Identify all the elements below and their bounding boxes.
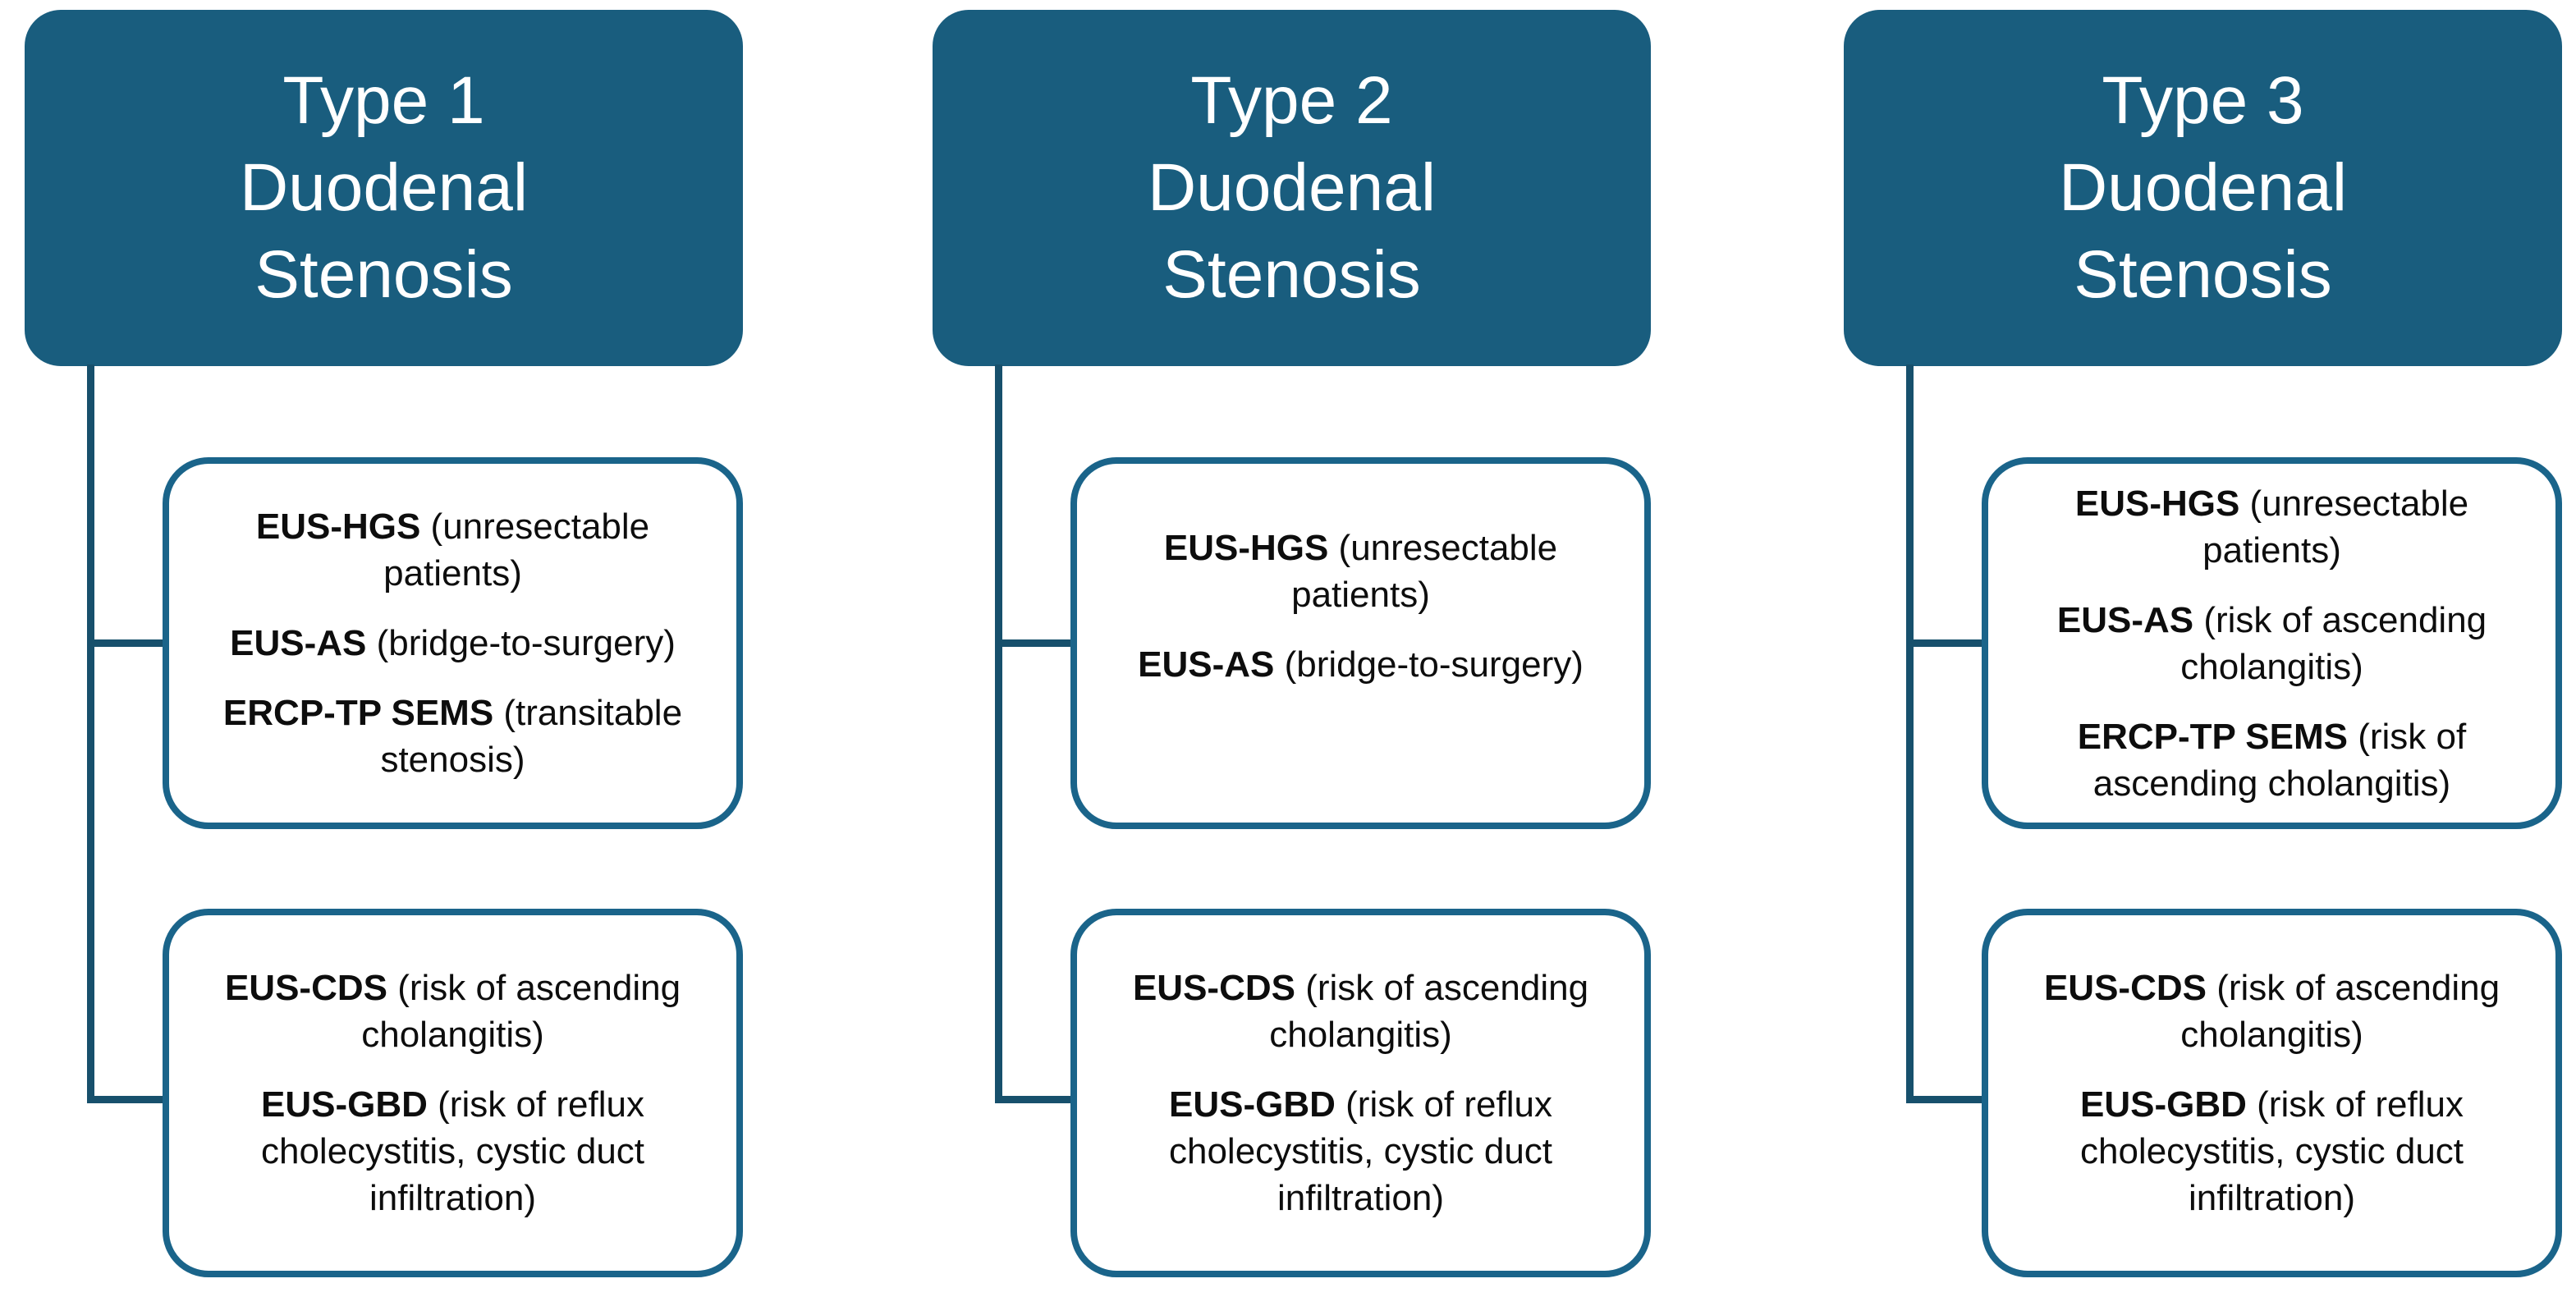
type-2-header: Type 2 Duodenal Stenosis [933,10,1651,366]
treatment-item: ERCP-TP SEMS (risk of ascending cholangi… [2016,713,2528,807]
treatment-desc: (unresectable patients) [2202,483,2469,571]
connector-branch-bottom [995,1096,1078,1103]
header-line: Duodenal [239,150,529,225]
treatment-name: EUS-HGS [2074,483,2240,524]
header-line: Type 3 [2102,63,2304,138]
treatment-name: EUS-AS [230,623,367,663]
connector-branch-top [87,639,170,647]
treatment-item: EUS-AS (bridge-to-surgery) [1138,641,1584,688]
treatment-item: EUS-CDS (risk of ascending cholangitis) [2016,965,2528,1058]
treatment-item: EUS-CDS (risk of ascending cholangitis) [1105,965,1616,1058]
connector-branch-top [995,639,1078,647]
treatment-name: ERCP-TP SEMS [222,693,494,733]
treatment-item: EUS-HGS (unresectable patients) [197,503,708,597]
header-line: Duodenal [1147,150,1437,225]
header-line: Type 1 [282,63,485,138]
connector-vertical-line [1906,364,1914,1103]
treatment-desc: (transitable stenosis) [380,693,683,780]
treatment-name: EUS-HGS [1163,528,1329,568]
connector-branch-bottom [1906,1096,1989,1103]
treatment-name: EUS-GBD [2080,1084,2247,1125]
header-line: Stenosis [254,237,513,312]
column-type-2: Type 2 Duodenal Stenosis EUS-HGS (unrese… [933,0,1651,1297]
treatment-name: EUS-GBD [261,1084,428,1125]
treatment-desc: (risk of reflux cholecystitis, cystic du… [260,1084,645,1218]
treatment-box-lower: EUS-CDS (risk of ascending cholangitis) … [163,909,743,1277]
treatment-item: EUS-AS (bridge-to-surgery) [230,620,676,667]
treatment-box-lower: EUS-CDS (risk of ascending cholangitis) … [1982,909,2562,1277]
treatment-desc: (risk of ascending cholangitis) [1269,968,1589,1055]
treatment-desc: (risk of ascending cholangitis) [2092,716,2467,804]
treatment-desc: (unresectable patients) [1291,528,1558,615]
treatment-name: EUS-AS [1138,644,1275,685]
header-line: Duodenal [2058,150,2348,225]
connector-vertical-line [87,364,94,1103]
treatment-name: EUS-CDS [2043,968,2207,1008]
header-line: Stenosis [1162,237,1421,312]
treatment-item: EUS-GBD (risk of reflux cholecystitis, c… [1105,1081,1616,1221]
connector-branch-top [1906,639,1989,647]
header-line: Stenosis [2074,237,2332,312]
treatment-desc: (risk of ascending cholangitis) [2180,599,2487,687]
treatment-desc: (risk of reflux cholecystitis, cystic du… [2079,1084,2464,1218]
treatment-item: EUS-CDS (risk of ascending cholangitis) [197,965,708,1058]
treatment-box-upper: EUS-HGS (unresectable patients) EUS-AS (… [1070,457,1651,829]
treatment-item: EUS-AS (risk of ascending cholangitis) [2016,597,2528,690]
treatment-item: EUS-HGS (unresectable patients) [1105,525,1616,618]
treatment-name: EUS-HGS [255,506,421,547]
treatment-name: EUS-CDS [224,968,387,1008]
treatment-name: EUS-CDS [1132,968,1295,1008]
header-line: Type 2 [1190,63,1393,138]
treatment-name: EUS-GBD [1169,1084,1336,1125]
column-type-3: Type 3 Duodenal Stenosis EUS-HGS (unrese… [1844,0,2562,1297]
treatment-box-lower: EUS-CDS (risk of ascending cholangitis) … [1070,909,1651,1277]
connector-vertical-line [995,364,1002,1103]
treatment-item: EUS-GBD (risk of reflux cholecystitis, c… [197,1081,708,1221]
treatment-name: EUS-AS [2056,599,2194,640]
treatment-desc: (risk of ascending cholangitis) [361,968,681,1055]
column-type-1: Type 1 Duodenal Stenosis EUS-HGS (unrese… [25,0,743,1297]
treatment-desc: (risk of reflux cholecystitis, cystic du… [1168,1084,1553,1218]
treatment-desc: (unresectable patients) [383,506,650,594]
treatment-item: ERCP-TP SEMS (transitable stenosis) [197,690,708,783]
type-3-header: Type 3 Duodenal Stenosis [1844,10,2562,366]
treatment-desc: (bridge-to-surgery) [366,623,676,663]
type-1-header: Type 1 Duodenal Stenosis [25,10,743,366]
treatment-box-upper: EUS-HGS (unresectable patients) EUS-AS (… [163,457,743,829]
treatment-box-upper: EUS-HGS (unresectable patients) EUS-AS (… [1982,457,2562,829]
connector-branch-bottom [87,1096,170,1103]
treatment-item: EUS-HGS (unresectable patients) [2016,480,2528,574]
treatment-name: ERCP-TP SEMS [2077,716,2348,757]
treatment-desc: (bridge-to-surgery) [1274,644,1584,685]
treatment-item: EUS-GBD (risk of reflux cholecystitis, c… [2016,1081,2528,1221]
treatment-desc: (risk of ascending cholangitis) [2180,968,2500,1055]
